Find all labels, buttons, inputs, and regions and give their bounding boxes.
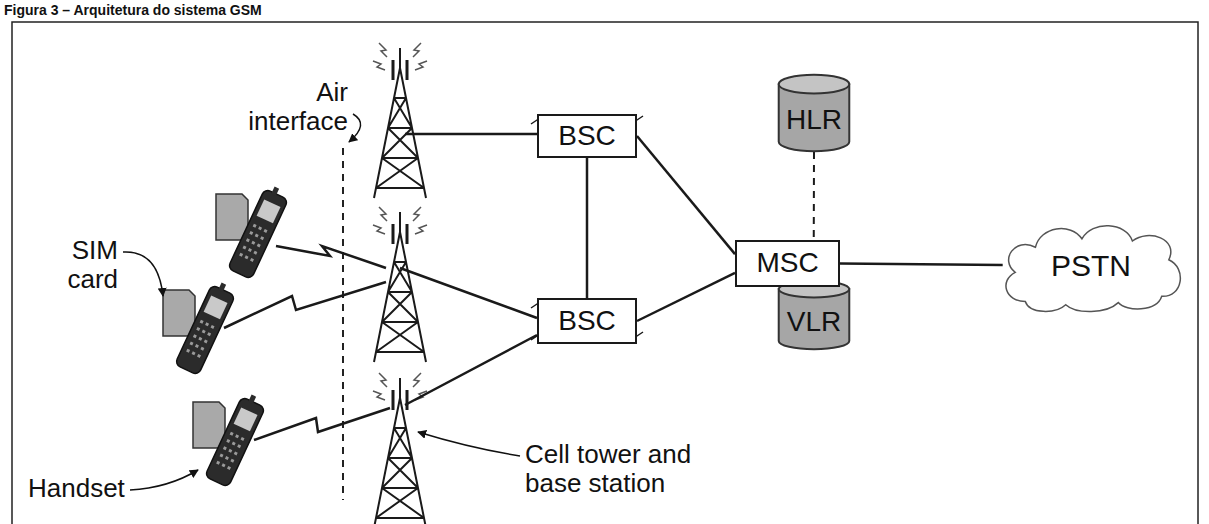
leader-arrow [418, 432, 520, 456]
callout-label: Air interface [236, 78, 348, 135]
leader-arrow [130, 470, 198, 490]
node-text: HLR [786, 105, 842, 136]
node-text: BSC [558, 306, 616, 337]
tower-link [400, 134, 537, 405]
node-text: PSTN [1051, 249, 1131, 282]
pstn-cloud: PSTN [995, 218, 1187, 312]
hlr-database: HLR [778, 74, 850, 152]
leader-arrow [349, 114, 361, 142]
cell-tower [373, 373, 427, 524]
vlr-database: VLR [778, 280, 850, 350]
cell-tower [373, 43, 427, 198]
bsc-box: BSC [537, 298, 637, 344]
msc-box: MSC [735, 240, 840, 287]
node-text: BSC [558, 121, 616, 152]
callout-label: Handset [28, 474, 148, 503]
connector-line [586, 158, 589, 298]
leader-arrow [123, 252, 163, 296]
air-interface-line [342, 148, 344, 500]
connector-line [637, 273, 735, 321]
figure-frame [12, 22, 1198, 524]
radio-link [276, 246, 386, 268]
callout-label: Cell tower and base station [525, 440, 735, 497]
connector-line [637, 136, 735, 254]
bsc-box: BSC [537, 114, 637, 158]
node-text: MSC [756, 248, 818, 279]
connector-line [840, 264, 1003, 266]
handset-symbol [216, 183, 291, 279]
node-text: VLR [787, 307, 841, 338]
radio-link [224, 282, 386, 328]
callout-label: SIM card [36, 236, 118, 293]
radio-link [254, 408, 390, 440]
figure-title: Figura 3 – Arquitetura do sistema GSM [4, 2, 262, 19]
connector-line [813, 152, 815, 240]
